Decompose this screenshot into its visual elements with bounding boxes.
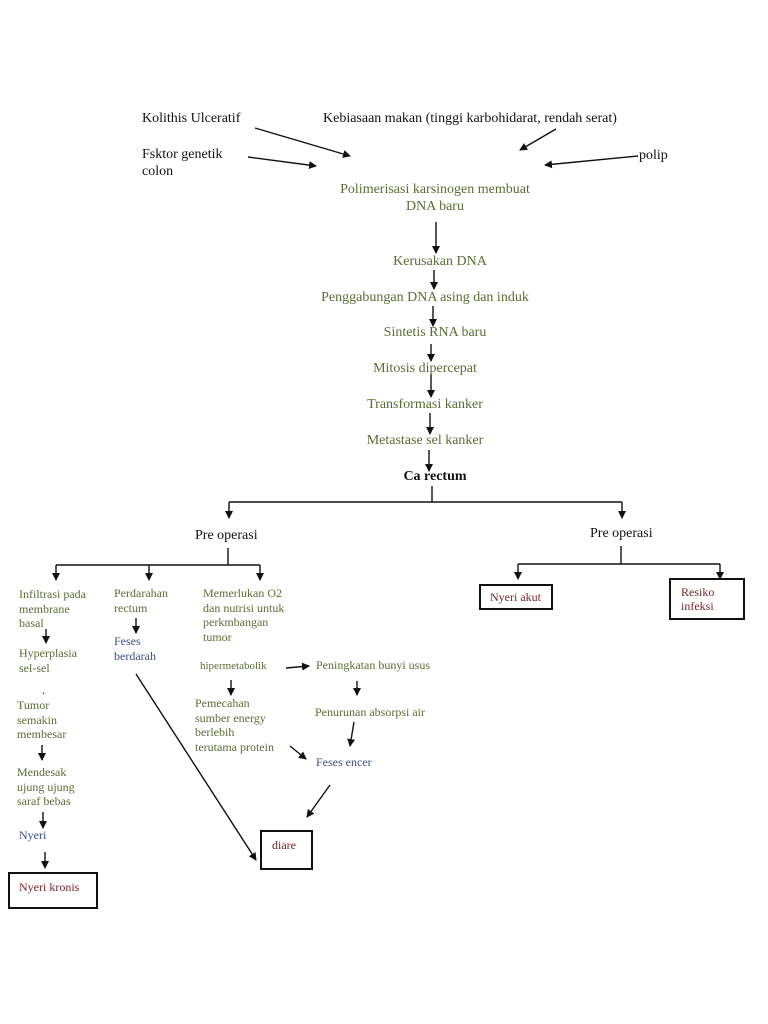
node-hipermetabolik: hipermetabolik xyxy=(200,660,267,672)
node-mitosis: Mitosis dipercepat xyxy=(373,361,477,376)
node-kerusakan-dna: Kerusakan DNA xyxy=(393,254,487,269)
outcome-nyeri-kronis: Nyeri kronis xyxy=(19,880,80,894)
pre-operasi-right: Pre operasi xyxy=(590,526,653,541)
node-dot: . xyxy=(42,683,45,697)
node-tumor-membesar: Tumor semakin membesar xyxy=(17,698,67,742)
node-pemecahan-energi: Pemecahan sumber energy berlebih terutam… xyxy=(195,696,274,754)
node-polimerisasi: Polimerisasi karsinogen membuat DNA baru xyxy=(340,182,530,215)
node-memerlukan-o2: Memerlukan O2 dan nutrisi untuk perkmban… xyxy=(203,586,285,644)
outcome-nyeri-akut-box: Nyeri akut xyxy=(479,584,553,610)
outcome-resiko-infeksi: Resiko infeksi xyxy=(681,585,715,614)
node-peningkatan-bunyi-usus: Peningkatan bunyi usus xyxy=(316,658,430,672)
cause-kolithis: Kolithis Ulceratif xyxy=(142,111,241,126)
node-penggabungan-dna: Penggabungan DNA asing dan induk xyxy=(321,290,529,305)
outcome-diare: diare xyxy=(272,838,296,852)
node-perdarahan-rectum: Perdarahan rectum xyxy=(114,586,168,615)
node-ca-rectum: Ca rectum xyxy=(403,469,467,484)
node-mendesak-saraf: Mendesak ujung ujung saraf bebas xyxy=(17,765,75,809)
outcome-resiko-infeksi-box: Resiko infeksi xyxy=(669,578,745,620)
node-feses-encer: Feses encer xyxy=(316,755,372,769)
node-nyeri: Nyeri xyxy=(19,828,47,842)
cause-kebiasaan-makan: Kebiasaan makan (tinggi karbohidarat, re… xyxy=(323,111,617,126)
outcome-nyeri-kronis-box: Nyeri kronis xyxy=(8,872,98,909)
outcome-diare-box: diare xyxy=(260,830,313,870)
node-hyperplasia: Hyperplasia sel-sel xyxy=(19,646,77,675)
node-transformasi-kanker: Transformasi kanker xyxy=(367,397,483,412)
node-sintetis-rna: Sintetis RNA baru xyxy=(383,325,487,340)
node-penurunan-absorpsi: Penurunan absorpsi air xyxy=(315,705,425,719)
cause-faktor-genetik: Fsktor genetik colon xyxy=(142,147,223,180)
cause-polip: polip xyxy=(639,148,668,163)
outcome-nyeri-akut: Nyeri akut xyxy=(490,590,541,604)
node-feses-berdarah: Feses berdarah xyxy=(114,634,156,663)
node-metastase: Metastase sel kanker xyxy=(366,433,484,448)
pre-operasi-left: Pre operasi xyxy=(195,528,258,543)
node-infiltrasi: Infiltrasi pada membrane basal xyxy=(19,587,86,631)
